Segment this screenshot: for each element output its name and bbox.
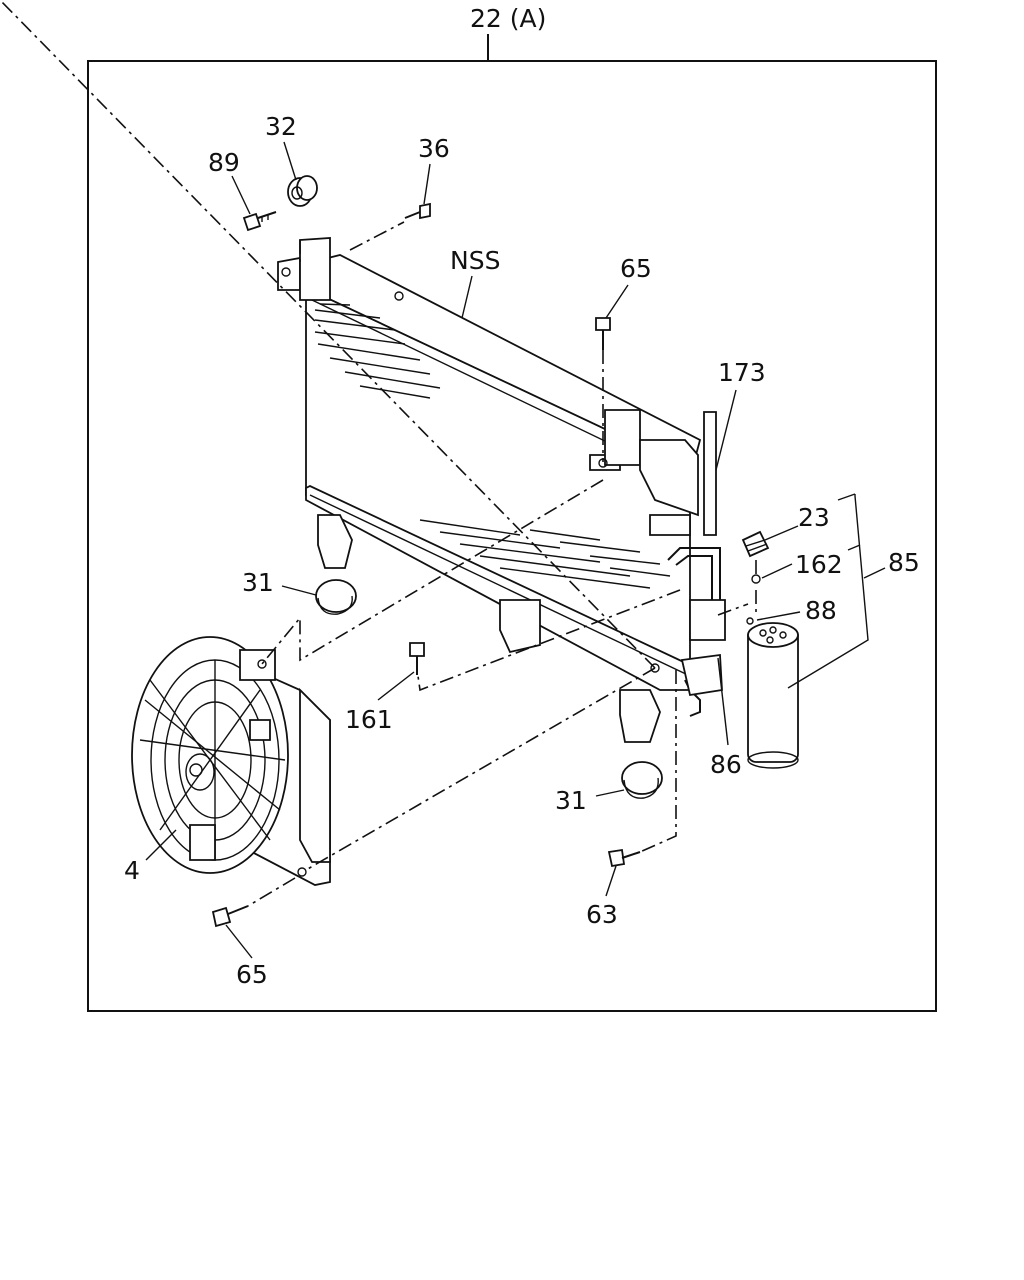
part-label-65-bottom: 65	[236, 960, 268, 989]
leader-lines	[145, 141, 886, 959]
screw-36	[404, 202, 431, 220]
part-label-36: 36	[418, 134, 450, 163]
part-label-31-left: 31	[242, 568, 274, 597]
part-label-31-right: 31	[555, 786, 587, 815]
part-label-85: 85	[888, 548, 920, 577]
o-ring-88	[746, 617, 754, 625]
part-label-161: 161	[345, 705, 393, 734]
part-label-32: 32	[265, 112, 297, 141]
bolt-89	[242, 211, 277, 232]
mount-31-left	[315, 579, 357, 615]
part-label-162: 162	[795, 550, 843, 579]
part-label-65-top: 65	[620, 254, 652, 283]
condenser	[277, 237, 702, 743]
bolt-65-top	[595, 317, 611, 350]
part-label-88: 88	[805, 596, 837, 625]
part-label-23: 23	[798, 503, 830, 532]
part-label-89: 89	[208, 148, 240, 177]
assembly-lines	[0, 0, 757, 907]
valve-23	[741, 530, 770, 558]
bolt-63	[607, 848, 641, 868]
part-label-4: 4	[124, 856, 140, 885]
pipe-173	[667, 411, 726, 717]
assembly-frame	[87, 60, 937, 1012]
bolt-65-bottom	[211, 905, 249, 928]
part-label-86: 86	[710, 750, 742, 779]
receiver-dryer	[747, 622, 799, 769]
part-label-173: 173	[718, 358, 766, 387]
o-ring-162	[751, 574, 761, 584]
grommet-32	[287, 175, 318, 207]
fan-motor-assembly	[131, 636, 331, 886]
part-label-nss: NSS	[450, 246, 501, 275]
frame-label: 22 (A)	[470, 4, 547, 33]
bolt-161	[409, 642, 425, 675]
part-label-63: 63	[586, 900, 618, 929]
mount-31-right	[621, 761, 663, 799]
